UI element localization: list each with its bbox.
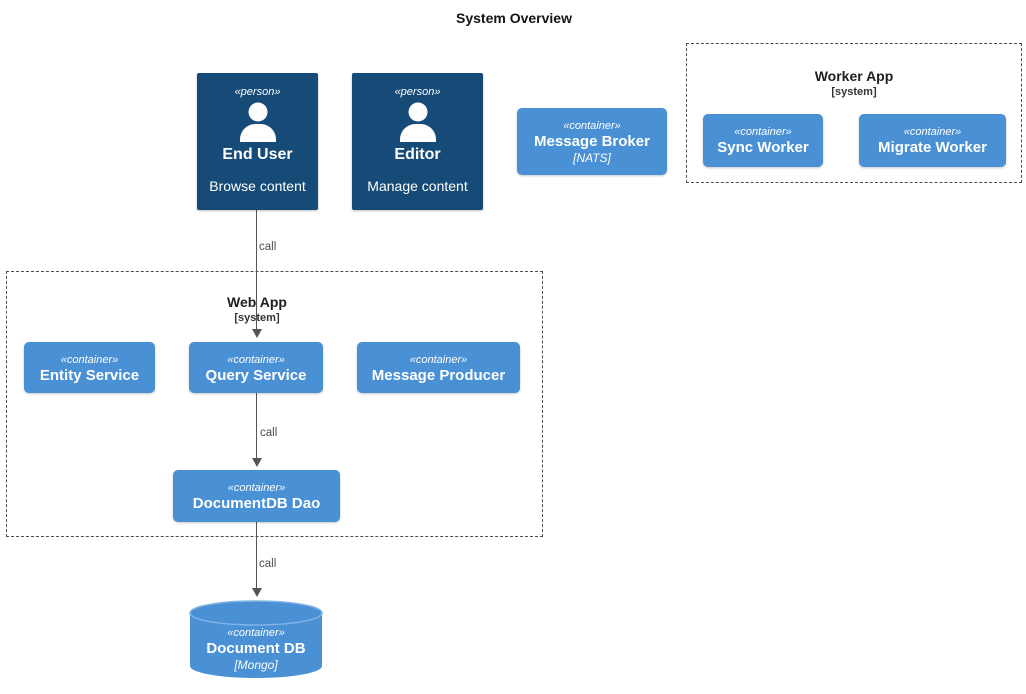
node-migrate-worker: «container» Migrate Worker	[859, 114, 1006, 167]
edge-label-call: call	[259, 241, 277, 253]
node-message-producer: «container» Message Producer	[357, 342, 520, 393]
arrowhead-icon	[252, 329, 262, 338]
stereotype-label: «container»	[409, 354, 468, 366]
group-name: Worker App	[814, 68, 894, 84]
node-description: Browse content	[209, 178, 306, 194]
person-icon	[236, 102, 280, 142]
node-name: Document DB	[206, 640, 306, 657]
node-name: Entity Service	[39, 367, 140, 384]
edge-queryservice-dao	[256, 393, 257, 458]
database-cylinder-icon	[189, 600, 323, 680]
node-sync-worker: «container» Sync Worker	[703, 114, 823, 167]
arrowhead-icon	[252, 458, 262, 467]
stereotype-label: «container»	[903, 126, 962, 138]
group-web-app	[6, 271, 543, 537]
node-entity-service: «container» Entity Service	[24, 342, 155, 393]
group-worker-app	[686, 43, 1022, 183]
node-query-service: «container» Query Service	[189, 342, 323, 393]
stereotype-label: «container»	[227, 354, 285, 366]
node-name: Message Broker	[534, 133, 650, 150]
edge-enduser-queryservice	[256, 210, 257, 329]
node-name: Query Service	[205, 367, 307, 384]
arrowhead-icon	[252, 588, 262, 597]
group-title-web-app: Web App [system]	[227, 294, 287, 325]
stereotype-label: «container»	[563, 120, 621, 132]
stereotype-label: «person»	[394, 86, 441, 98]
stereotype-label: «container»	[227, 627, 285, 639]
node-name: Migrate Worker	[878, 139, 987, 156]
node-text: «container» Document DB [Mongo]	[189, 626, 323, 673]
group-kind: [system]	[234, 312, 280, 324]
edge-label-call: call	[259, 558, 277, 570]
node-name: Editor	[394, 146, 441, 163]
node-name: End User	[222, 146, 293, 163]
stereotype-label: «person»	[234, 86, 281, 98]
node-message-broker: «container» Message Broker [NATS]	[517, 108, 667, 175]
node-name: Message Producer	[371, 367, 506, 384]
stereotype-label: «container»	[734, 126, 792, 138]
person-icon	[396, 102, 440, 142]
node-name: Sync Worker	[717, 139, 809, 156]
node-document-db: «container» Document DB [Mongo]	[189, 600, 323, 680]
edge-label-call: call	[260, 427, 278, 439]
node-name: DocumentDB Dao	[192, 495, 321, 512]
diagram-title: System Overview	[456, 10, 572, 26]
node-description: Manage content	[367, 178, 468, 194]
node-technology: [NATS]	[573, 151, 611, 165]
group-kind: [system]	[831, 86, 877, 98]
node-documentdb-dao: «container» DocumentDB Dao	[173, 470, 340, 522]
group-title-worker-app: Worker App [system]	[815, 68, 894, 99]
group-name: Web App	[227, 294, 287, 310]
node-end-user: «person» End User Browse content	[197, 73, 318, 210]
stereotype-label: «container»	[60, 354, 119, 366]
edge-dao-documentdb	[256, 522, 257, 588]
node-technology: [Mongo]	[234, 658, 278, 672]
stereotype-label: «container»	[227, 482, 286, 494]
node-editor: «person» Editor Manage content	[352, 73, 483, 210]
